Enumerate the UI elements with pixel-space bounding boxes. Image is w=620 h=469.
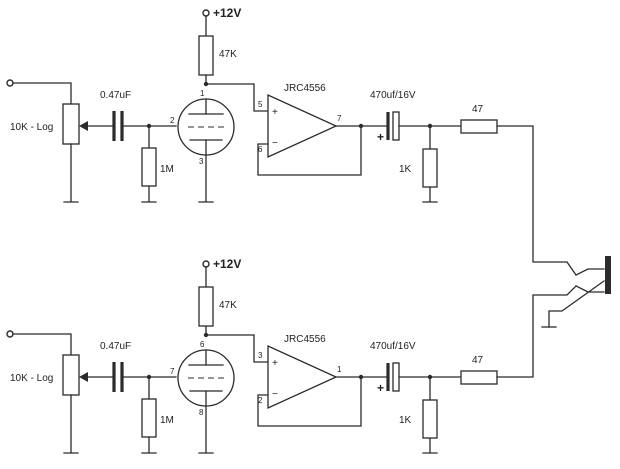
opamp-plus-sign: +	[272, 358, 278, 369]
grid-resistor	[141, 398, 157, 438]
opamp-pin-plus: 5	[258, 100, 263, 109]
load-res-wires	[422, 125, 438, 203]
series-res-label: 47	[472, 355, 484, 366]
output-cap-polarity: +	[377, 381, 384, 395]
cathode-lead	[198, 390, 214, 454]
opamp-buffer	[267, 344, 338, 410]
output-cap-polarity: +	[377, 130, 384, 144]
tube-pin-grid: 2	[170, 116, 175, 125]
load-resistor	[422, 148, 438, 188]
opamp-pin-out: 1	[337, 365, 342, 374]
input-cap-label: 0.47uF	[100, 341, 131, 352]
channel-2: 10K - Log 0.47uF 1M 6 7 8 +12V 47K + − J…	[6, 257, 577, 454]
output-junction	[358, 374, 364, 380]
supply-label: +12V	[213, 257, 241, 271]
opamp-pin-minus: 6	[258, 145, 263, 154]
load-res-label: 1K	[399, 164, 412, 175]
plate-res-label: 47K	[219, 300, 237, 311]
series-resistor	[460, 370, 498, 385]
plate-resistor	[198, 35, 214, 76]
tube-pin-grid: 7	[170, 367, 175, 376]
pot-ground	[63, 143, 79, 203]
plate-res-label: 47K	[219, 49, 237, 60]
opamp-label: JRC4556	[284, 83, 326, 94]
cathode-lead	[198, 139, 214, 203]
pot-wiper-arrow	[79, 121, 88, 131]
grid-res-wires	[141, 376, 157, 454]
output-to-jack-wire	[496, 285, 577, 378]
tube-pin-plate: 1	[200, 89, 205, 98]
grid-res-label: 1M	[160, 415, 174, 426]
series-resistor	[460, 119, 498, 134]
output-capacitor-plate-neg	[392, 362, 400, 392]
opamp-plus-sign: +	[272, 107, 278, 118]
opamp-pin-plus: 3	[258, 351, 263, 360]
input-capacitor	[112, 111, 124, 141]
tube-pin-plate: 6	[200, 340, 205, 349]
load-resistor	[422, 399, 438, 439]
opamp-buffer	[267, 93, 338, 159]
output-cap-label: 470uf/16V	[370, 90, 416, 101]
tube-pin-cathode: 3	[199, 157, 204, 166]
opamp-pin-out: 7	[337, 114, 342, 123]
grid-res-label: 1M	[160, 164, 174, 175]
input-cap-label: 0.47uF	[100, 90, 131, 101]
output-cap-label: 470uf/16V	[370, 341, 416, 352]
input-capacitor	[112, 362, 124, 392]
opamp-label: JRC4556	[284, 334, 326, 345]
output-junction	[358, 123, 364, 129]
volume-pot	[62, 103, 80, 145]
load-res-label: 1K	[399, 415, 412, 426]
pot-ground	[63, 394, 79, 454]
input-wire	[12, 82, 72, 105]
tube-pin-cathode: 8	[199, 408, 204, 417]
output-capacitor-plate-neg	[392, 111, 400, 141]
jack-sleeve-bar	[605, 256, 611, 294]
headphone-jack	[541, 256, 611, 328]
pot-label: 10K - Log	[10, 122, 53, 133]
grid-res-wires	[141, 125, 157, 203]
plate-resistor	[198, 286, 214, 327]
jack-tip-contact	[575, 268, 605, 276]
supply-terminal	[202, 9, 210, 17]
opamp-feedback-wire	[257, 125, 362, 176]
load-res-wires	[422, 376, 438, 454]
plate-to-opamp-wire	[205, 83, 269, 112]
input-terminal	[6, 79, 14, 87]
channel-1: 10K - Log 0.47uF 1M 1 2 3 +12V 47K + − J…	[6, 6, 577, 276]
input-wire	[12, 333, 72, 356]
volume-pot	[62, 354, 80, 396]
output-to-jack-wire	[496, 125, 577, 276]
opamp-minus-sign: −	[272, 138, 278, 149]
opamp-minus-sign: −	[272, 389, 278, 400]
grid-resistor	[141, 147, 157, 187]
opamp-feedback-wire	[257, 376, 362, 427]
supply-terminal	[202, 260, 210, 268]
pot-label: 10K - Log	[10, 373, 53, 384]
jack-ground-contact	[548, 280, 605, 328]
opamp-pin-minus: 2	[258, 396, 263, 405]
pot-wiper-arrow	[79, 372, 88, 382]
supply-label: +12V	[213, 6, 241, 20]
series-res-label: 47	[472, 104, 484, 115]
plate-to-opamp-wire	[205, 334, 269, 363]
input-terminal	[6, 330, 14, 338]
